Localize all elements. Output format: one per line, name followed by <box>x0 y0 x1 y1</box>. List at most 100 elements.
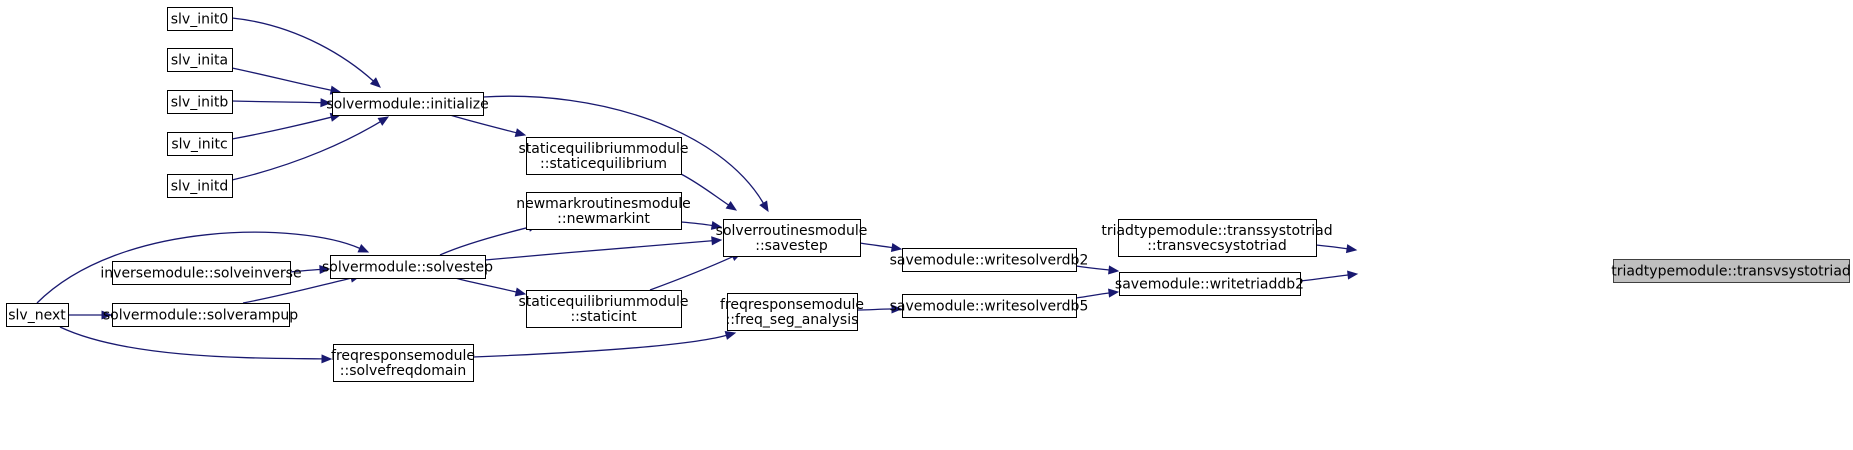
node-label: ::savestep <box>755 238 828 254</box>
node-box[interactable] <box>167 174 233 198</box>
node-slv_initc[interactable]: slv_initc <box>167 132 233 156</box>
node-slv_next[interactable]: slv_next <box>6 303 69 327</box>
node-label: solvermodule::initialize <box>326 97 488 113</box>
node-box[interactable] <box>6 303 69 327</box>
node-solverampup[interactable]: solvermodule::solverampup <box>103 303 298 327</box>
node-box[interactable] <box>112 303 290 327</box>
edge-line <box>1315 244 1348 250</box>
edge-transvecsystotriad-to-root <box>1315 244 1358 254</box>
node-label: savemodule::writesolverdb5 <box>890 299 1089 315</box>
edge-line <box>231 121 381 181</box>
arrowhead-icon <box>514 128 527 138</box>
node-box[interactable] <box>167 48 233 72</box>
node-slv_initd[interactable]: slv_initd <box>167 174 233 198</box>
edge-savestep-to-writesolverdb2 <box>859 242 903 253</box>
node-label: triadtypemodule::transvsystotriad <box>1611 264 1851 280</box>
node-box[interactable] <box>1613 259 1850 283</box>
node-box[interactable] <box>333 344 474 382</box>
node-solvefreqdomain[interactable]: freqresponsemodule::solvefreqdomain <box>331 344 475 382</box>
node-label: staticequilibriummodule <box>519 294 689 310</box>
node-label: newmarkroutinesmodule <box>516 196 691 212</box>
node-slv_inita[interactable]: slv_inita <box>167 48 233 72</box>
edge-line <box>454 277 517 293</box>
edge-line <box>482 95 764 204</box>
node-freq_seg_analysis[interactable]: freqresponsemodule::freq_seg_analysis <box>720 293 864 331</box>
node-initialize[interactable]: solvermodule::initialize <box>326 92 489 116</box>
edge-slv_next-to-solverampup <box>68 310 113 320</box>
node-label: slv_initd <box>171 179 229 195</box>
edge-line <box>242 277 352 304</box>
node-box[interactable] <box>112 261 291 285</box>
arrowhead-icon <box>1345 244 1358 254</box>
arrowhead-icon <box>891 304 903 314</box>
node-box[interactable] <box>723 219 861 257</box>
edge-slv_initb-to-initialize <box>231 98 332 108</box>
edge-slv_initd-to-initialize <box>231 116 390 181</box>
node-root[interactable]: triadtypemodule::transvsystotriad <box>1611 259 1851 283</box>
edge-staticequilibrium-to-savestep <box>680 173 738 211</box>
arrowhead-icon <box>1108 265 1120 275</box>
node-slv_initb[interactable]: slv_initb <box>167 90 233 114</box>
edge-slv_initc-to-initialize <box>231 112 342 140</box>
node-staticequilibrium[interactable]: staticequilibriummodule::staticequilibri… <box>519 137 689 175</box>
node-label: ::solvefreqdomain <box>340 363 466 379</box>
node-box[interactable] <box>1118 219 1317 257</box>
node-box[interactable] <box>167 132 233 156</box>
node-writesolverdb5[interactable]: savemodule::writesolverdb5 <box>890 294 1089 318</box>
edge-line <box>289 268 321 273</box>
node-label: slv_init0 <box>171 12 229 28</box>
node-solvestep[interactable]: solvermodule::solvestep <box>322 255 493 279</box>
arrowhead-icon <box>377 116 390 126</box>
node-staticint[interactable]: staticequilibriummodule::staticint <box>519 290 689 328</box>
edge-line <box>484 240 713 261</box>
edge-newmarkint-to-savestep <box>680 220 723 230</box>
node-writesolverdb2[interactable]: savemodule::writesolverdb2 <box>890 248 1089 272</box>
edge-initialize-to-savestep <box>482 95 769 213</box>
node-newmarkint[interactable]: newmarkroutinesmodule::newmarkint <box>516 192 691 230</box>
edge-solvestep-to-staticint <box>454 277 527 297</box>
arrowhead-icon <box>320 98 332 108</box>
node-label: slv_next <box>8 308 66 324</box>
node-label: triadtypemodule::transsystotriad <box>1101 223 1332 239</box>
node-box[interactable] <box>727 293 858 331</box>
nodes-layer: triadtypemodule::transvsystotriad triadty… <box>6 7 1851 382</box>
arrowhead-icon <box>321 354 333 364</box>
node-slv_init0[interactable]: slv_init0 <box>167 7 233 31</box>
node-savestep[interactable]: solverroutinesmodule::savestep <box>716 219 868 257</box>
edge-initialize-to-staticequilibrium <box>449 114 527 138</box>
node-label: ::transvecsystotriad <box>1147 238 1287 254</box>
edge-line <box>856 308 893 311</box>
node-writetriaddb2[interactable]: savemodule::writetriaddb2 <box>1115 272 1304 296</box>
node-label: slv_initb <box>171 95 229 111</box>
edge-freq_seg_analysis-to-writesolverdb5 <box>856 304 903 314</box>
node-box[interactable] <box>526 137 682 175</box>
node-label: ::staticint <box>570 309 637 325</box>
node-box[interactable] <box>167 90 233 114</box>
arrowhead-icon <box>711 236 723 246</box>
edge-writetriaddb2-to-root <box>1299 270 1359 282</box>
node-box[interactable] <box>902 248 1077 272</box>
arrowhead-icon <box>1108 288 1120 298</box>
node-label: freqresponsemodule <box>720 297 864 313</box>
node-box[interactable] <box>902 294 1077 318</box>
node-box[interactable] <box>167 7 233 31</box>
node-label: ::freq_seg_analysis <box>726 312 859 328</box>
node-solveinverse[interactable]: inversemodule::solveinverse <box>100 261 302 285</box>
arrowhead-icon <box>101 310 113 320</box>
node-box[interactable] <box>330 255 486 279</box>
edge-solvestep-to-savestep <box>484 236 723 261</box>
node-box[interactable] <box>332 92 484 116</box>
node-box[interactable] <box>1119 272 1301 296</box>
edge-slv_init0-to-initialize <box>231 17 381 88</box>
node-transvecsystotriad[interactable]: triadtypemodule::transsystotriad::transv… <box>1101 219 1333 257</box>
node-box[interactable] <box>526 290 682 328</box>
edge-writesolverdb5-to-writetriaddb2 <box>1075 288 1120 299</box>
edge-slv_inita-to-initialize <box>231 67 342 95</box>
edge-line <box>439 226 530 256</box>
arrowhead-icon <box>725 200 738 211</box>
node-box[interactable] <box>526 192 682 230</box>
arrowhead-icon <box>369 77 381 88</box>
edge-staticint-to-savestep <box>649 252 743 291</box>
arrowhead-icon <box>1347 270 1359 280</box>
edge-writesolverdb2-to-writetriaddb2 <box>1075 265 1120 275</box>
